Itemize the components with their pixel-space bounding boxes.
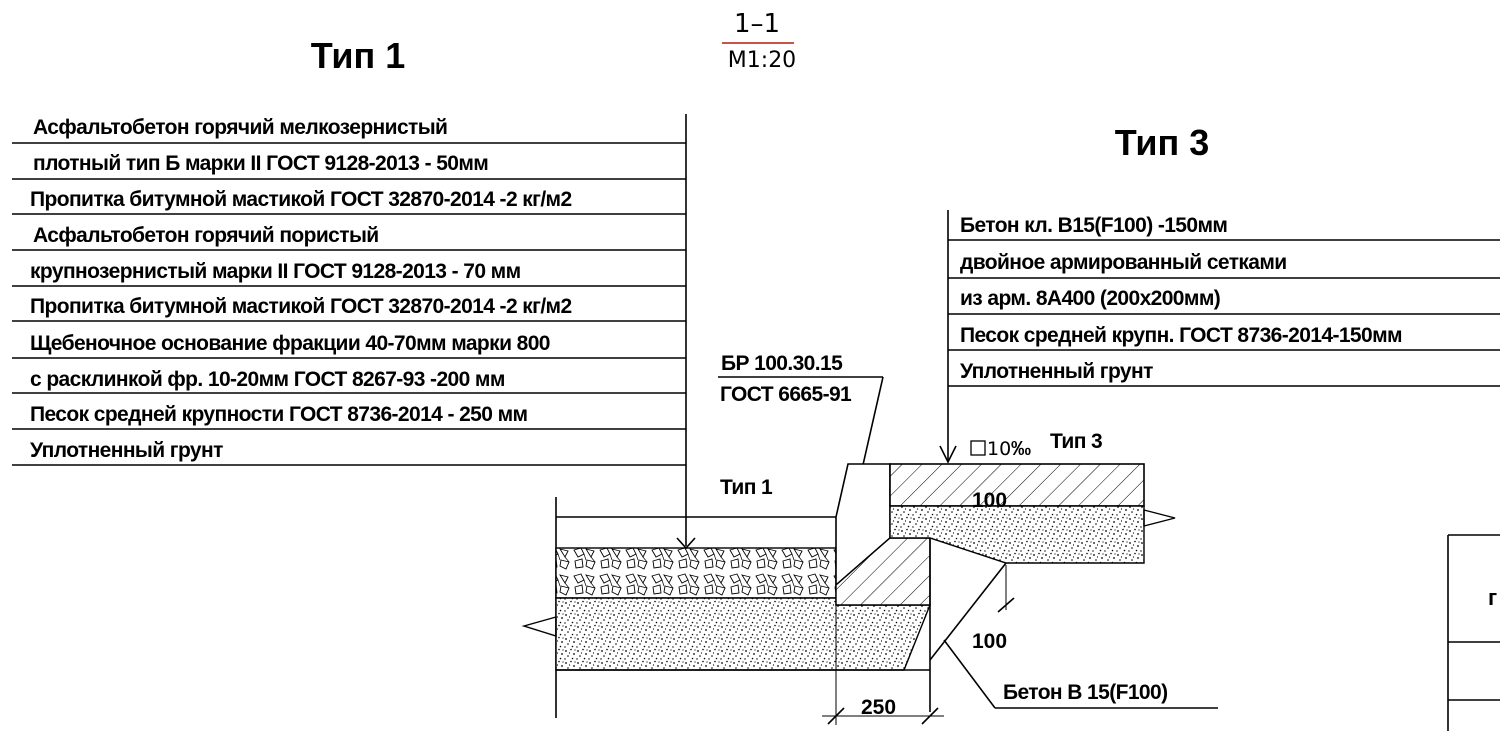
right-edge-table: г bbox=[1447, 534, 1500, 731]
dim-250-label: 250 bbox=[861, 696, 896, 719]
curb-callout: БР 100.30.15 ГОСТ 6665-91 bbox=[718, 352, 884, 479]
type1-layer-6: Пропитка битумной мастикой ГОСТ 32870-20… bbox=[30, 295, 572, 318]
curb-leader bbox=[859, 376, 884, 479]
type3-arrow-icon bbox=[939, 445, 957, 464]
type3-layer-2: двойное армированный сетками bbox=[960, 251, 1287, 274]
dim-tick bbox=[827, 707, 845, 725]
edge-table-letter: г bbox=[1488, 585, 1497, 610]
curb-standard: ГОСТ 6665-91 bbox=[720, 383, 852, 406]
type1-layer-7: Щебеночное основание фракции 40-70мм мар… bbox=[30, 332, 550, 355]
dim-tick bbox=[997, 597, 1015, 613]
concrete-label: Бетон В 15(F100) bbox=[1003, 681, 1167, 704]
type3-concrete-slab bbox=[889, 463, 1145, 507]
type1-layer-1: Асфальтобетон горячий мелкозернистый bbox=[33, 116, 447, 139]
slope-value: 10 bbox=[987, 438, 1011, 460]
type1-layer-3: Пропитка битумной мастикой ГОСТ 32870-20… bbox=[30, 188, 572, 211]
type1-layer-2: плотный тип Б марки II ГОСТ 9128-2013 - … bbox=[33, 152, 488, 175]
type1-layer-10: Уплотненный грунт bbox=[30, 439, 223, 462]
title-type1: Тип 1 bbox=[311, 35, 406, 76]
type1-layer-8: с расклинкой фр. 10-20мм ГОСТ 8267-93 -2… bbox=[30, 368, 505, 391]
dim-tick bbox=[921, 707, 939, 725]
slope-annotation: 10 ‰ Тип 3 bbox=[939, 430, 1103, 464]
type3-layer-3: из арм. 8А400 (200х200мм) bbox=[960, 287, 1220, 310]
slope-type: Тип 3 bbox=[1050, 430, 1102, 453]
type1-arrow-icon bbox=[676, 537, 696, 550]
title-type3: Тип 3 bbox=[1115, 122, 1210, 163]
cross-section: Тип 1 100 100 bbox=[521, 463, 1218, 725]
dim-100-lower: 100 bbox=[972, 630, 1007, 653]
type3-layer-5: Уплотненный грунт bbox=[960, 360, 1153, 383]
type1-layer-9: Песок средней крупности ГОСТ 8736-2014 -… bbox=[30, 403, 528, 426]
type3-layer-table: Бетон кл. В15(F100) -150мм двойное армир… bbox=[947, 210, 1500, 462]
type1-layer-4: Асфальтобетон горячий пористый bbox=[33, 224, 379, 247]
slope-unit: ‰ bbox=[1011, 438, 1031, 460]
type1-layer-5: крупнозернистый марки II ГОСТ 9128-2013 … bbox=[30, 260, 521, 283]
type1-rubble-layer bbox=[555, 547, 837, 599]
type1-sand-layer bbox=[555, 597, 932, 671]
section-scale: М1:20 bbox=[728, 48, 796, 73]
slope-cut-line bbox=[929, 562, 1007, 661]
type3-layer-4: Песок средней крупн. ГОСТ 8736-2014-150м… bbox=[960, 324, 1402, 347]
right-cut-icon bbox=[1143, 509, 1176, 527]
concrete-leader bbox=[943, 639, 996, 709]
type1-tag: Тип 1 bbox=[720, 476, 773, 499]
type3-layer-1: Бетон кл. В15(F100) -150мм bbox=[960, 214, 1227, 237]
section-mark-label: 1–1 bbox=[734, 9, 780, 39]
section-mark: 1–1 М1:20 bbox=[722, 9, 796, 73]
left-cut-icon bbox=[521, 616, 557, 637]
slope-square-icon bbox=[970, 440, 986, 456]
curb-mark: БР 100.30.15 bbox=[721, 352, 843, 375]
type1-layer-table: Асфальтобетон горячий мелкозернистый пло… bbox=[12, 114, 687, 546]
dim-100-upper: 100 bbox=[972, 489, 1007, 512]
